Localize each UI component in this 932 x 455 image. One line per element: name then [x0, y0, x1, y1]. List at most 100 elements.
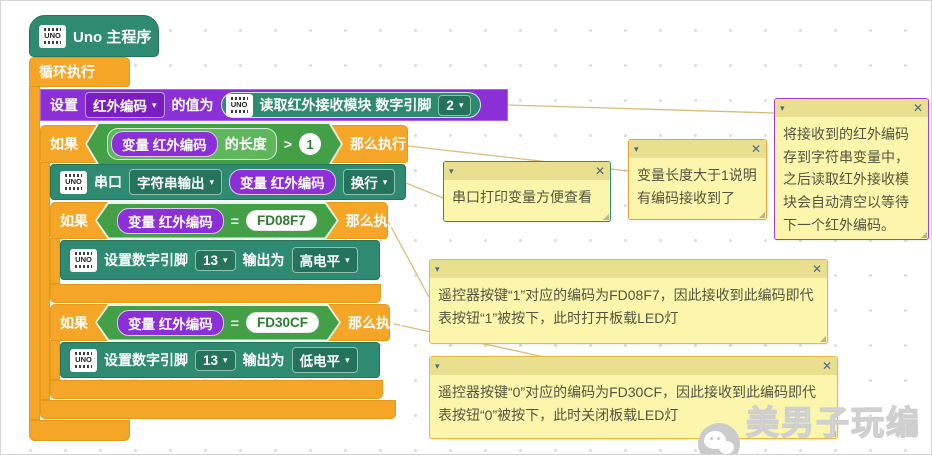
comment-store-code[interactable]: ▾ ✕ 将接收到的红外编码存到字符串变量中，之后读取红外接收模块会自动清空以等待…	[774, 98, 929, 240]
close-icon[interactable]: ✕	[594, 164, 605, 178]
if-length-block-spine[interactable]	[40, 162, 50, 400]
compare-equal-block[interactable]: 变量 红外编码 = FD08F7	[97, 204, 337, 238]
compare-greater-block[interactable]: 变量 红外编码 的长度 > 1	[87, 124, 341, 164]
comment-key1[interactable]: ▾ ✕ 遥控器按键“1”对应的编码为FD08F7，因此接收到此编码即代表按钮“1…	[429, 259, 828, 344]
comment-length-check[interactable]: ▾ ✕ 变量长度大于1说明有编码接收到了 ◢	[628, 139, 767, 220]
uno-board-icon: UNO	[60, 170, 87, 194]
if-fd08f7-block-footer[interactable]	[50, 284, 381, 303]
set-digital-pin-low-block[interactable]: UNO 设置数字引脚 13 ▾ 输出为 低电平 ▾	[60, 342, 380, 378]
condition-socket: 变量 红外编码 的长度 > 1	[85, 122, 343, 166]
pin-number-dropdown[interactable]: 13 ▾	[195, 349, 236, 371]
chevron-down-icon: ▾	[345, 354, 350, 365]
if-fd30cf-block-footer[interactable]	[50, 380, 383, 399]
equals-operator: =	[230, 314, 239, 331]
comment-key0[interactable]: ▾ ✕ 遥控器按键“0”对应的编码为FD30CF，因此接收到此编码即代表按钮“0…	[429, 356, 838, 439]
resize-handle-icon[interactable]: ◢	[829, 429, 836, 438]
then-keyword: 那么执行	[347, 314, 404, 331]
wechat-icon	[698, 423, 740, 454]
if-fd30cf-block-spine[interactable]	[50, 340, 60, 380]
ir-read-label: 读取红外接收模块 数字引脚	[259, 97, 432, 113]
resize-handle-icon[interactable]: ◢	[758, 210, 765, 219]
loop-block-header[interactable]: 循环执行	[29, 57, 130, 87]
uno-board-icon: UNO	[70, 348, 97, 372]
close-icon[interactable]: ✕	[811, 262, 822, 276]
variable-pill[interactable]: 变量 红外编码	[111, 131, 218, 157]
close-icon[interactable]: ✕	[750, 142, 761, 156]
loop-block-spine[interactable]	[29, 86, 40, 420]
chevron-down-icon: ▾	[382, 176, 388, 187]
serial-keyword: 串口	[94, 174, 122, 190]
collapse-caret-icon[interactable]: ▾	[634, 143, 639, 154]
length-label: 的长度	[224, 136, 267, 152]
loop-block-footer[interactable]	[29, 420, 130, 441]
comment-text[interactable]: 变量长度大于1说明有编码接收到了	[637, 167, 757, 206]
comment-serial-print[interactable]: ▾ ✕ 串口打印变量方便查看 ◢	[443, 161, 611, 222]
pin-number-dropdown[interactable]: 13 ▾	[195, 249, 236, 271]
if-length-block-footer[interactable]	[40, 400, 396, 419]
comment-text[interactable]: 遥控器按键“1”对应的编码为FD08F7，因此接收到此编码即代表按钮“1”被按下…	[438, 287, 814, 326]
comment-header: ▾ ✕	[629, 140, 766, 158]
string-value-block[interactable]: FD30CF	[246, 312, 319, 333]
hat-block-label: Uno 主程序	[73, 28, 152, 46]
output-as-keyword: 输出为	[242, 252, 285, 268]
if-length-block-header[interactable]: 如果 变量 红外编码 的长度 > 1 那么执行	[40, 125, 408, 163]
pin-dropdown[interactable]: 2 ▾	[438, 94, 472, 116]
number-block[interactable]: 1	[299, 133, 321, 155]
resize-handle-icon[interactable]: ◢	[819, 334, 826, 343]
close-icon[interactable]: ✕	[821, 359, 832, 373]
then-keyword: 那么执行	[345, 212, 402, 229]
if-fd08f7-block-spine[interactable]	[50, 238, 60, 284]
set-keyword: 设置	[50, 97, 78, 113]
set-digital-pin-high-block[interactable]: UNO 设置数字引脚 13 ▾ 输出为 高电平 ▾	[60, 240, 380, 280]
comment-header: ▾ ✕	[444, 162, 610, 180]
comment-text[interactable]: 将接收到的红外编码存到字符串变量中，之后读取红外接收模块会自动清空以等待下一个红…	[783, 126, 909, 233]
serial-mode-dropdown[interactable]: 字符串输出 ▾	[129, 169, 223, 195]
output-as-keyword: 输出为	[242, 352, 285, 368]
if-keyword: 如果	[60, 314, 88, 331]
chevron-down-icon: ▾	[345, 254, 350, 265]
collapse-caret-icon[interactable]: ▾	[435, 263, 440, 274]
variable-dropdown[interactable]: 红外编码 ▾	[85, 92, 165, 118]
string-value-block[interactable]: FD08F7	[246, 210, 317, 231]
if-fd30cf-block-header[interactable]: 如果 变量 红外编码 = FD30CF 那么执行	[50, 304, 404, 342]
comment-text[interactable]: 遥控器按键“0”对应的编码为FD30CF，因此接收到此编码即代表按钮“0”被按下…	[438, 384, 817, 423]
close-icon[interactable]: ✕	[912, 101, 923, 115]
newline-dropdown[interactable]: 换行 ▾	[342, 169, 396, 195]
serial-print-block[interactable]: UNO 串口 字符串输出 ▾ 变量 红外编码 换行 ▾	[50, 164, 406, 200]
chevron-down-icon: ▾	[152, 99, 157, 110]
ir-receiver-read-block[interactable]: UNO 读取红外接收模块 数字引脚 2 ▾	[220, 92, 482, 118]
resize-handle-icon[interactable]: ◢	[920, 230, 927, 239]
variable-pill[interactable]: 变量 红外编码	[229, 169, 336, 195]
length-of-block[interactable]: 变量 红外编码 的长度	[107, 128, 277, 160]
level-dropdown[interactable]: 低电平 ▾	[291, 347, 358, 373]
uno-main-program-block[interactable]: UNO Uno 主程序	[29, 15, 159, 57]
watermark: 美男子玩编程	[698, 396, 931, 454]
set-pin-keyword: 设置数字引脚	[104, 252, 188, 268]
if-keyword: 如果	[50, 136, 78, 152]
equals-operator: =	[230, 212, 239, 229]
loop-block-label: 循环执行	[39, 64, 95, 80]
if-fd08f7-block-header[interactable]: 如果 变量 红外编码 = FD08F7 那么执行	[50, 202, 402, 240]
chevron-down-icon: ▾	[223, 254, 228, 265]
collapse-caret-icon[interactable]: ▾	[435, 360, 440, 371]
collapse-caret-icon[interactable]: ▾	[449, 165, 454, 176]
chevron-down-icon: ▾	[223, 354, 228, 365]
variable-pill[interactable]: 变量 红外编码	[117, 310, 224, 336]
condition-socket: 变量 红外编码 = FD08F7	[95, 202, 339, 240]
condition-socket: 变量 红外编码 = FD30CF	[95, 304, 341, 342]
uno-board-icon: UNO	[39, 24, 66, 48]
comment-header: ▾ ✕	[430, 357, 837, 375]
then-keyword: 那么执行	[349, 136, 406, 152]
connector-serial-comment	[405, 182, 444, 199]
wechat-icon-eyes	[710, 437, 713, 440]
collapse-caret-icon[interactable]: ▾	[780, 102, 785, 113]
variable-pill[interactable]: 变量 红外编码	[117, 208, 224, 234]
connector-set-var-comment	[507, 104, 775, 114]
comment-text[interactable]: 串口打印变量方便查看	[452, 189, 592, 205]
set-variable-block[interactable]: 设置 红外编码 ▾ 的值为 UNO 读取红外接收模块 数字引脚 2 ▾	[40, 89, 508, 121]
resize-handle-icon[interactable]: ◢	[602, 212, 609, 221]
level-dropdown[interactable]: 高电平 ▾	[291, 247, 358, 273]
compare-equal-block[interactable]: 变量 红外编码 = FD30CF	[97, 306, 339, 340]
greater-than-operator: >	[283, 136, 292, 152]
